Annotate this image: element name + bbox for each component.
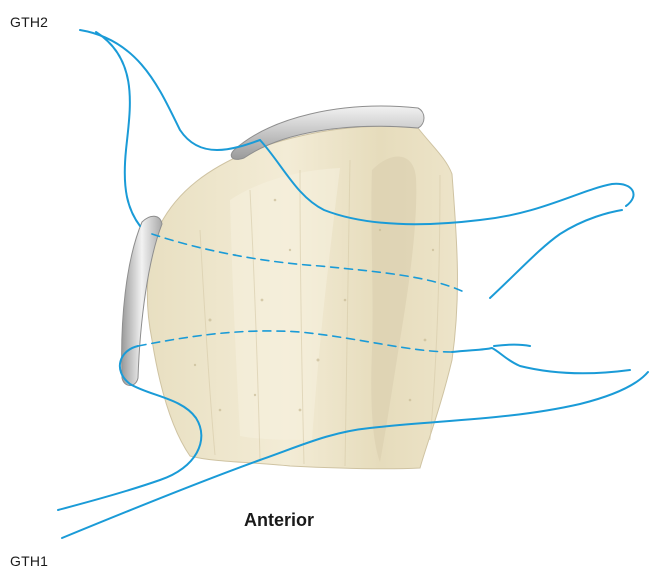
label-gth2: GTH2	[10, 14, 48, 30]
suture-gth2-upper	[80, 30, 260, 150]
label-anterior: Anterior	[244, 510, 314, 531]
suture-gth1-right-loop	[452, 348, 630, 373]
suture-gth2-loop-lower	[490, 210, 622, 298]
suture-gth1-right-tail	[494, 345, 530, 347]
suture-gth2-lead	[96, 32, 140, 226]
label-gth1: GTH1	[10, 553, 48, 569]
